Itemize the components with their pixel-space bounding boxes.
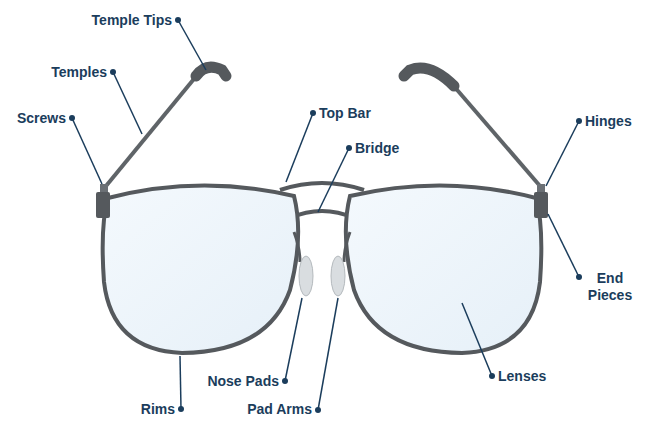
part-label: Lenses xyxy=(498,368,546,385)
bridge xyxy=(290,211,354,218)
temple xyxy=(452,84,540,186)
part-label: Bridge xyxy=(355,140,399,157)
top-bar xyxy=(280,183,364,190)
nose-pad xyxy=(299,256,313,296)
rim xyxy=(346,185,541,353)
screw xyxy=(100,184,108,192)
part-label: Pad Arms xyxy=(247,401,312,418)
part-label: Screws xyxy=(17,110,66,127)
pad-arm xyxy=(294,232,300,262)
part-label: Temples xyxy=(51,64,107,81)
part-label: End Pieces xyxy=(584,270,636,304)
temple-tip xyxy=(196,67,226,76)
temple xyxy=(106,74,198,186)
end-piece xyxy=(96,192,110,218)
part-label: Nose Pads xyxy=(207,373,279,390)
part-label: Temple Tips xyxy=(92,12,172,29)
leader-dots xyxy=(69,17,582,413)
part-label: Top Bar xyxy=(319,105,371,122)
end-piece xyxy=(534,192,548,218)
part-label: Rims xyxy=(141,401,175,418)
rim xyxy=(103,185,299,353)
leader-lines xyxy=(72,20,579,410)
temple-tip xyxy=(404,68,454,86)
hinge xyxy=(537,184,545,192)
part-label: Hinges xyxy=(585,113,632,130)
nose-pad xyxy=(331,256,345,296)
pad-arm xyxy=(344,232,350,262)
